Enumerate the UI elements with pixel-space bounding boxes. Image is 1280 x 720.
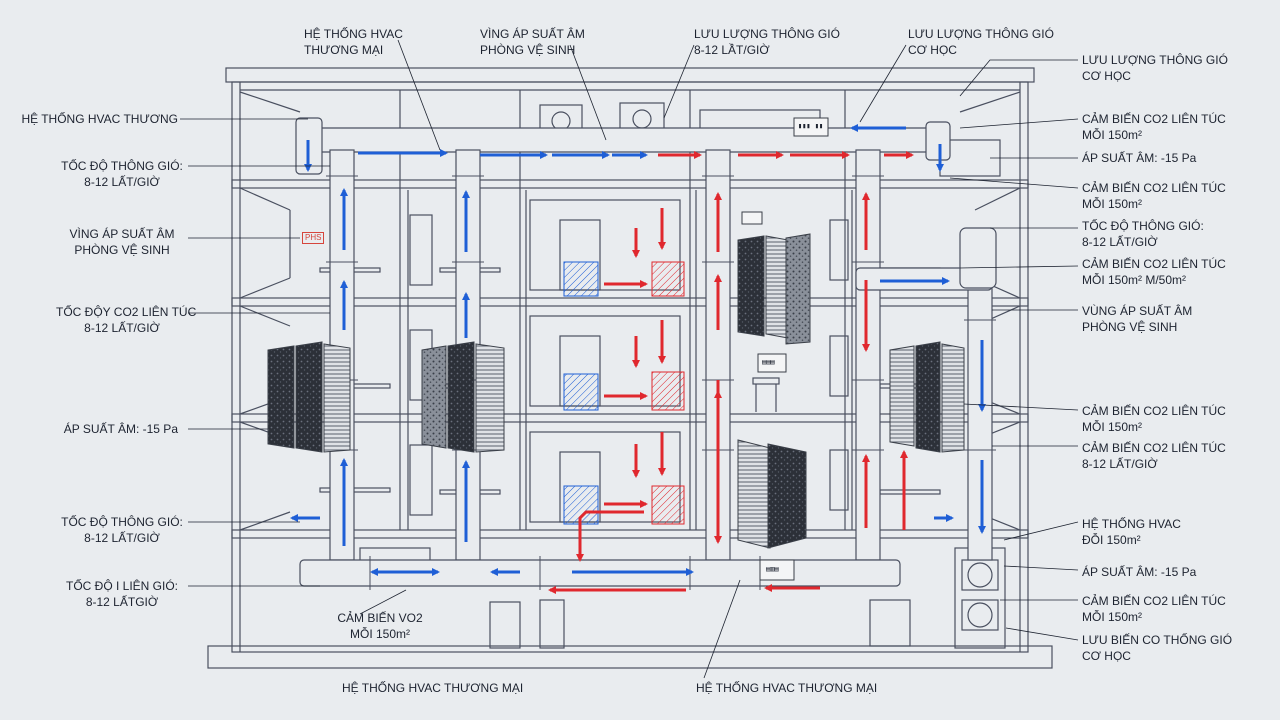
callout-bottom-1: CẢM BIẾN VO2 MỖI 150m² <box>337 611 423 641</box>
callout-left-7: TỐC ĐỘ I LIÊN GIÓ: 8-12 LẤTGIỜ <box>65 579 178 609</box>
callout-right-1: LƯU LƯỢNG THÔNG GIÓ CƠ HỌC <box>1082 53 1228 83</box>
callout-left-1: HỆ THỐNG HVAC THƯƠNG <box>21 112 178 126</box>
callout-right-9: CẢM BIẾN CO2 LIÊN TÚC 8-12 LẤT/GIỜ <box>1082 441 1226 471</box>
basement-control-panel <box>759 559 795 581</box>
roof-control-panel <box>793 117 829 137</box>
building-structure <box>207 67 1053 669</box>
callout-left-6: TỐC ĐỘ THÔNG GIÓ: 8-12 LẤT/GIỜ <box>61 515 183 545</box>
exhaust-zone <box>651 261 685 297</box>
ground-slab <box>207 645 1053 669</box>
callout-right-6: CẢM BIẾN CO2 LIÊN TÚC MỖI 150m² M/50m² <box>1082 257 1226 287</box>
grille-panel <box>737 439 771 549</box>
filter-panel <box>915 341 941 453</box>
callout-right-11: ÁP SUẤT ÂM: -15 Pa <box>1082 565 1197 579</box>
exhaust-zone <box>651 485 685 525</box>
filter-panels <box>267 233 965 549</box>
callout-right-5: TỐC ĐỘ THÔNG GIÓ: 8-12 LẤT/GIỜ <box>1082 219 1204 249</box>
control-panels <box>741 117 829 581</box>
filter-panel <box>447 341 475 453</box>
ductwork <box>295 117 997 587</box>
filter-panel <box>737 235 765 337</box>
callout-top-3: LƯU LƯỢNG THÔNG GIÓ 8-12 LẦT/GIỜ <box>694 27 840 57</box>
co2-sensor <box>741 211 763 225</box>
callout-right-4: CẢM BIẾN CO2 LIÊN TÚC MỖI 150m² <box>1082 181 1226 211</box>
pressure-sensor-tag: PHS <box>302 232 325 244</box>
callout-right-7: VÙNG ÁP SUẤT ÂM PHÒNG VỆ SINH <box>1082 304 1193 334</box>
filter-panel <box>295 341 323 453</box>
exhaust-zone <box>651 371 685 411</box>
callout-left-2: TỐC ĐỘ THÔNG GIÓ: 8-12 LẤT/GIỜ <box>61 159 183 189</box>
floor-slab-2 <box>231 413 1029 423</box>
building-frame <box>231 81 1029 653</box>
grille-panel <box>941 343 965 453</box>
callout-top-2: VÌNG ÁP SUẤT ÂM PHÒNG VỆ SINH <box>480 27 585 57</box>
filter-panel <box>785 233 811 345</box>
mid-control-panel <box>757 353 787 373</box>
callout-right-12: CẢM BIẾN CO2 LIÊN TÚC MỖI 150m² <box>1082 594 1226 624</box>
callout-left-5: ÁP SUẤT ÂM: -15 Pa <box>63 422 178 436</box>
basement-panel-display: ▤▥▤ <box>766 566 779 574</box>
callout-right-8: CẢM BIẾN CO2 LIÊN TÚC MỖI 150m² <box>1082 404 1226 434</box>
grille-panel <box>323 343 351 453</box>
hatched-zones <box>563 261 685 525</box>
callout-bottom-2: HỆ THỐNG HVAC THƯƠNG MẠI <box>342 681 524 695</box>
callout-left-4: TỐC ĐỘY CO2 LIÊN TÚC 8-12 LẤT/GIỜ <box>56 305 197 335</box>
callout-right-3: ÁP SUẤT ÂM: -15 Pa <box>1082 151 1197 165</box>
callout-top-4: LƯU LƯỢNG THÔNG GIÓ CƠ HỌC <box>908 27 1054 57</box>
roof-panel-display: ▮▮▮ ▮▮ <box>798 123 824 131</box>
grille-panel <box>475 343 505 453</box>
callout-right-10: HỆ THỐNG HVAC ĐỖI 150m² <box>1082 517 1181 547</box>
roof-main-duct <box>299 127 941 153</box>
filter-panel <box>267 345 295 449</box>
leader-lines <box>180 39 1079 679</box>
callout-bottom-3: HỆ THỐNG HVAC THƯƠNG MẠI <box>696 681 878 695</box>
grille-panel <box>889 345 915 447</box>
riser-4 <box>855 149 881 561</box>
floor-slab-3 <box>231 297 1029 307</box>
callout-right-13: LƯU BIẾN CO THỐNG GIÓ CƠ HỌC <box>1082 633 1233 663</box>
riser-5 <box>967 279 993 561</box>
callout-top-1: HỆ THỐNG HVAC THƯƠNG MẠI <box>304 27 403 57</box>
callout-right-2: CẢM BIẾN CO2 LIÊN TÚC MỖI 150m² <box>1082 112 1226 142</box>
exhaust-airflow <box>548 151 914 594</box>
roof-slab <box>225 67 1035 83</box>
filter-panel <box>421 345 447 449</box>
grille-panel <box>765 235 789 339</box>
supply-airflow <box>290 124 986 576</box>
supply-zone <box>563 373 599 411</box>
supply-zone <box>563 261 599 297</box>
callout-left-3: VÌNG ÁP SUẤT ÂM PHÒNG VỆ SINH <box>69 227 175 257</box>
filter-panel <box>767 443 807 549</box>
mid-panel-display: ▤▤▤ <box>762 359 775 367</box>
